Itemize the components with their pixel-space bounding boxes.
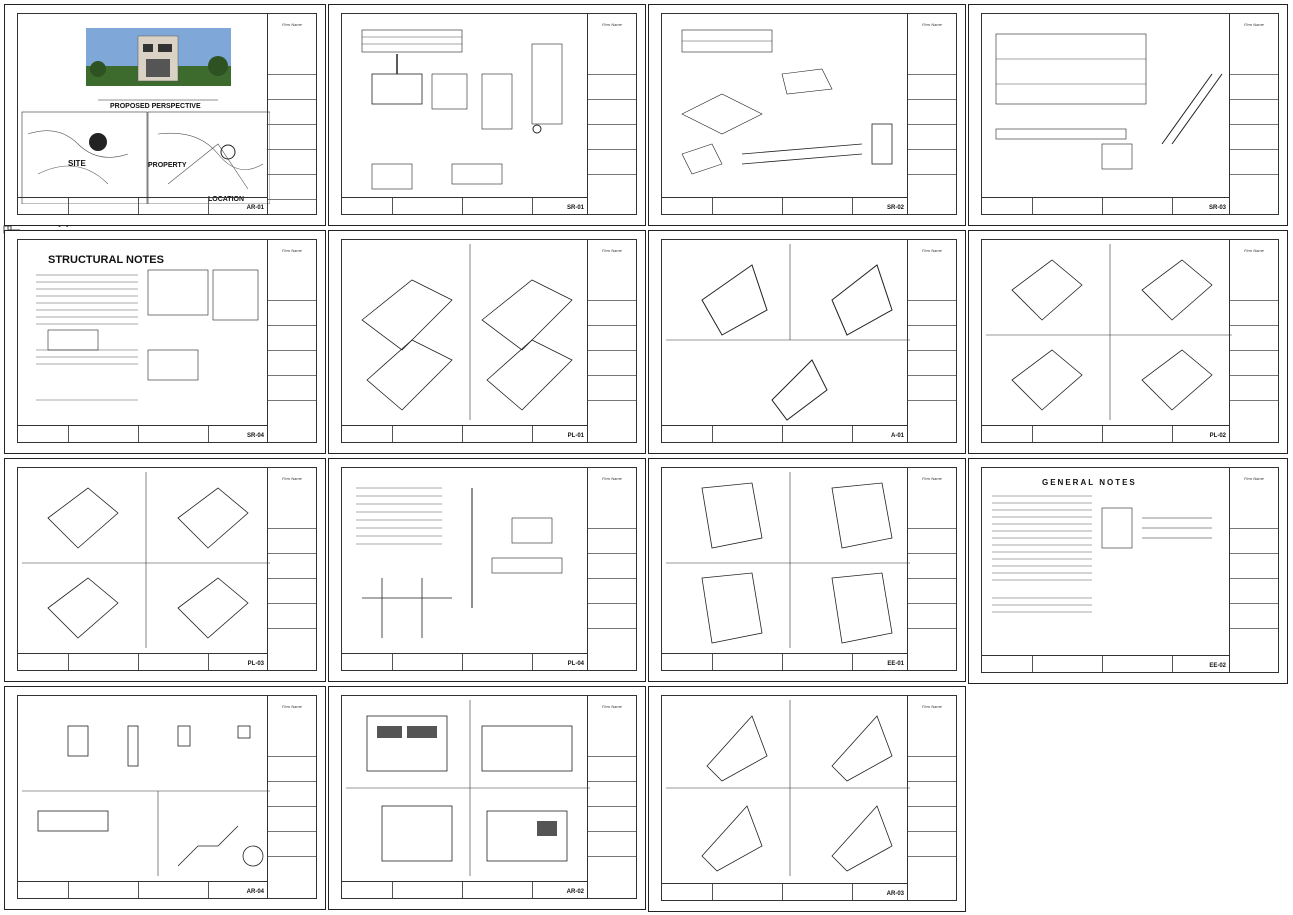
sheet-number: AR-04 (246, 889, 264, 895)
site-label: SITE (68, 159, 86, 168)
sheet-number: PL-02 (1209, 433, 1226, 439)
sheet-number: SR-01 (566, 205, 584, 211)
title-block: Firm Name (907, 696, 956, 900)
sheet-number: A-01 (890, 433, 904, 439)
sheet-number: SR-03 (1208, 205, 1226, 211)
title-block-bottom (18, 653, 268, 670)
title-block-bottom (342, 881, 588, 898)
sheet-sr-01[interactable]: Firm Name SR-01 (328, 4, 646, 226)
sheet-border: Firm Name A-01 (661, 239, 957, 443)
title-block: Firm Name (907, 240, 956, 442)
title-block-bottom (982, 197, 1230, 214)
sheet-ar-03[interactable]: Firm Name AR-03 (648, 686, 966, 912)
title-block: Firm Name (587, 696, 636, 898)
sheet-drawing (681, 29, 893, 175)
sheet-border: Firm Name PL-02 (981, 239, 1279, 443)
property-label: PROPERTY (148, 162, 187, 169)
title-block-bottom (982, 425, 1230, 442)
sheet-drawing (22, 472, 270, 648)
sheet-ar-04[interactable]: Firm Name AR-04 (4, 686, 326, 910)
sheet-number: AR-03 (886, 891, 904, 897)
title-block-bottom (342, 653, 588, 670)
sheet-border: STRUCTURAL NOTES Firm Name SR-04 (17, 239, 317, 443)
sheet-number: AR-02 (566, 889, 584, 895)
sheet-drawing (346, 700, 590, 876)
sheet-number: EE-02 (1209, 663, 1226, 669)
location-label: LOCATION (208, 196, 245, 203)
sheet-border: PROPOSED PERSPECTIVE SITE PROPERTY LOCAT… (17, 13, 317, 215)
sheet-ee-02[interactable]: GENERAL NOTES Firm Name E (968, 458, 1288, 684)
sheet-drawing (666, 472, 910, 648)
proposed-perspective-label: PROPOSED PERSPECTIVE (110, 103, 201, 110)
title-block-bottom (662, 883, 908, 900)
sheet-drawing (992, 495, 1212, 613)
sheet-drawing (22, 725, 270, 876)
sheet-number: PL-01 (567, 433, 584, 439)
sheet-drawing (666, 700, 910, 876)
sheet-drawing (666, 244, 910, 421)
title-block: Firm Name (907, 14, 956, 214)
sheet-drawing (986, 244, 1232, 420)
sheet-border: Firm Name SR-03 (981, 13, 1279, 215)
structural-notes-heading: STRUCTURAL NOTES (48, 254, 164, 266)
sheet-border: Firm Name AR-02 (341, 695, 637, 899)
sheet-a-01[interactable]: Firm Name A-01 (648, 230, 966, 454)
title-block: Firm Name (267, 240, 316, 442)
title-block-bottom (342, 197, 588, 214)
sheet-border: Firm Name SR-01 (341, 13, 637, 215)
title-block-bottom (18, 197, 268, 214)
sheet-pl-03[interactable]: Firm Name PL-03 (4, 458, 326, 682)
sheet-border: Firm Name EE-01 (661, 467, 957, 671)
sheet-ar-01[interactable]: PROPOSED PERSPECTIVE SITE PROPERTY LOCAT… (4, 4, 326, 226)
sheet-border: Firm Name SR-02 (661, 13, 957, 215)
title-block-bottom (982, 655, 1230, 672)
sheet-pl-04[interactable]: Firm Name PL-04 (328, 458, 646, 682)
sheet-number: AR-01 (246, 205, 264, 211)
sheet-sr-02[interactable]: Firm Name SR-02 (648, 4, 966, 226)
title-block: Firm Name (267, 696, 316, 898)
title-block: Firm Name (587, 468, 636, 670)
sheet-number: PL-03 (247, 661, 264, 667)
title-block: Firm Name (1229, 14, 1278, 214)
title-block: Firm Name (267, 14, 316, 214)
sheet-border: Firm Name PL-03 (17, 467, 317, 671)
sheet-drawing (21, 28, 270, 204)
sheet-number: SR-02 (886, 205, 904, 211)
title-block-bottom (662, 653, 908, 670)
sheet-drawing (995, 33, 1223, 170)
sheet-border: GENERAL NOTES Firm Name E (981, 467, 1279, 673)
sheet-border: Firm Name AR-04 (17, 695, 317, 899)
sheet-number: EE-01 (887, 661, 904, 667)
sheet-drawing (361, 29, 563, 190)
sheet-border: Firm Name PL-04 (341, 467, 637, 671)
sheet-drawing (361, 244, 573, 420)
title-block-bottom (18, 881, 268, 898)
title-block-bottom (18, 425, 268, 442)
sheet-pl-01[interactable]: Firm Name PL-01 (328, 230, 646, 454)
sheet-drawing (36, 269, 259, 401)
sheet-border: Firm Name PL-01 (341, 239, 637, 443)
title-block: Firm Name (587, 240, 636, 442)
title-block: Firm Name (267, 468, 316, 670)
sheet-ar-02[interactable]: Firm Name AR-02 (328, 686, 646, 910)
general-notes-heading: GENERAL NOTES (1042, 478, 1137, 487)
sheet-number: SR-04 (246, 433, 264, 439)
sheet-ee-01[interactable]: Firm Name EE-01 (648, 458, 966, 682)
title-block-bottom (662, 425, 908, 442)
title-block-bottom (342, 425, 588, 442)
sheet-drawing (356, 487, 563, 638)
title-block: Firm Name (1229, 240, 1278, 442)
title-block: Firm Name (1229, 468, 1278, 672)
sheet-sr-03[interactable]: Firm Name SR-03 (968, 4, 1288, 226)
title-block-bottom (662, 197, 908, 214)
sheet-number: PL-04 (567, 661, 584, 667)
sheet-sr-04[interactable]: STRUCTURAL NOTES Firm Name SR-04 (4, 230, 326, 454)
title-block: Firm Name (907, 468, 956, 670)
sheet-pl-02[interactable]: Firm Name PL-02 (968, 230, 1288, 454)
title-block: Firm Name (587, 14, 636, 214)
sheet-border: Firm Name AR-03 (661, 695, 957, 901)
